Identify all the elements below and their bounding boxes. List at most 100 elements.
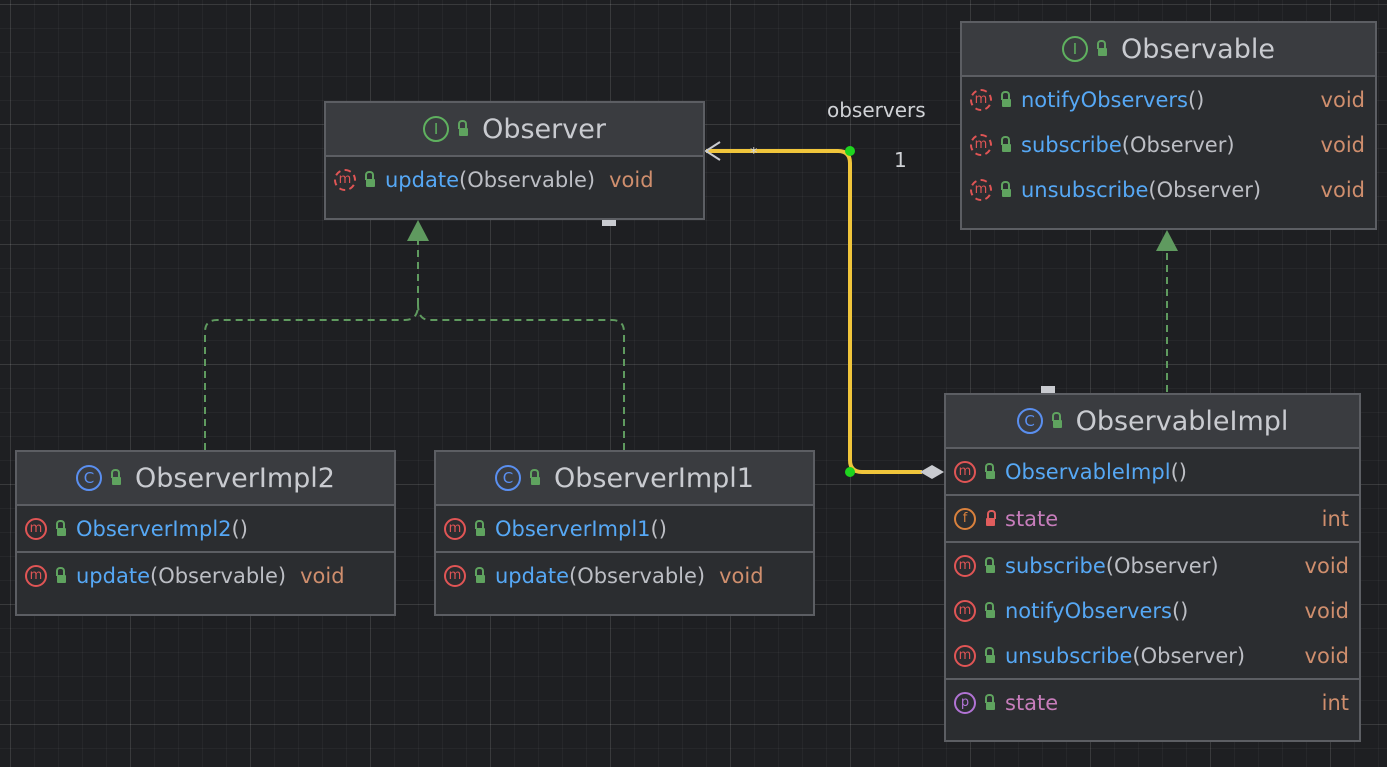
method-params: (Observable) (150, 563, 287, 588)
node-header: I Observable (962, 23, 1375, 77)
property-icon: p (954, 691, 976, 714)
return-type: void (1320, 132, 1365, 157)
method-row[interactable]: m update(Observable) void (17, 553, 394, 598)
methods-section: m update(Observable) void (436, 553, 813, 598)
method-icon: m (970, 88, 992, 111)
constructor-name: ObserverImpl2 (76, 516, 232, 541)
public-visibility-icon (475, 566, 485, 583)
public-visibility-icon (365, 170, 375, 187)
public-visibility-icon (1001, 180, 1011, 197)
class-icon: C (1016, 408, 1043, 434)
interface-icon: I (423, 116, 450, 142)
node-observable[interactable]: I Observable m notifyObservers() void m … (960, 21, 1377, 230)
return-type: void (719, 563, 764, 588)
constructor-name: ObserverImpl1 (495, 516, 651, 541)
node-observable-impl[interactable]: C ObservableImpl m ObservableImpl() f st… (944, 393, 1361, 742)
edge-handle[interactable] (845, 146, 855, 156)
realization-edge-observer-impl2[interactable] (204, 240, 419, 450)
return-type: void (1304, 553, 1349, 578)
fields-section: f state int (946, 496, 1359, 543)
constructors-section: m ObserverImpl1() (436, 506, 813, 553)
realization-edge-observer-impl1[interactable] (417, 304, 625, 450)
public-visibility-icon (111, 469, 122, 485)
navigation-arrowhead (704, 141, 721, 161)
method-icon: m (954, 599, 976, 622)
public-visibility-icon (1001, 90, 1011, 107)
public-visibility-icon (458, 120, 469, 136)
edge-label-observers: observers (827, 98, 926, 122)
field-row[interactable]: f state int (946, 496, 1359, 541)
method-row[interactable]: m subscribe(Observer) void (962, 122, 1375, 167)
method-icon: m (954, 644, 976, 667)
method-icon: m (25, 564, 47, 587)
method-params: (Observable) (459, 167, 596, 192)
methods-section: m update(Observable) void (17, 553, 394, 598)
method-icon: m (444, 517, 466, 540)
aggregation-edge-observers[interactable] (706, 149, 922, 474)
property-row[interactable]: p state int (946, 680, 1359, 725)
constructor-name: ObservableImpl (1005, 459, 1171, 484)
property-type: int (1321, 690, 1349, 715)
class-icon: C (76, 465, 103, 491)
method-icon: m (25, 517, 47, 540)
constructor-row[interactable]: m ObservableImpl() (946, 449, 1359, 494)
node-title: ObserverImpl2 (135, 462, 335, 494)
node-observer-impl2[interactable]: C ObserverImpl2 m ObserverImpl2() m upda… (15, 450, 396, 616)
public-visibility-icon (985, 556, 995, 573)
methods-section: m subscribe(Observer) void m notifyObser… (946, 543, 1359, 680)
method-name: update (76, 563, 150, 588)
node-title: Observable (1121, 33, 1275, 65)
field-icon: f (954, 507, 976, 530)
node-observer-impl1[interactable]: C ObserverImpl1 m ObserverImpl1() m upda… (434, 450, 815, 616)
methods-section: m update(Observable) void (326, 157, 703, 202)
method-name: update (495, 563, 569, 588)
method-row[interactable]: m notifyObservers() void (946, 588, 1359, 633)
constructor-row[interactable]: m ObserverImpl2() (17, 506, 394, 551)
public-visibility-icon (985, 693, 995, 710)
return-type: void (300, 563, 345, 588)
edge-handle[interactable] (845, 467, 855, 477)
return-type: void (609, 167, 654, 192)
method-row[interactable]: m update(Observable) void (436, 553, 813, 598)
class-icon: C (495, 465, 522, 491)
public-visibility-icon (1097, 40, 1108, 56)
properties-section: p state int (946, 680, 1359, 725)
node-title: ObserverImpl1 (554, 462, 754, 494)
return-type: void (1304, 643, 1349, 668)
constructors-section: m ObservableImpl() (946, 449, 1359, 496)
interface-icon: I (1062, 36, 1089, 62)
method-row[interactable]: m unsubscribe(Observer) void (946, 633, 1359, 678)
public-visibility-icon (985, 462, 995, 479)
method-params: () (1170, 459, 1187, 484)
method-params: () (231, 516, 248, 541)
aggregation-diamond (920, 465, 944, 479)
method-params: () (650, 516, 667, 541)
node-header: I Observer (326, 103, 703, 157)
public-visibility-icon (56, 519, 66, 536)
method-row[interactable]: m unsubscribe(Observer) void (962, 167, 1375, 212)
method-name: subscribe (1005, 553, 1106, 578)
constructor-row[interactable]: m ObserverImpl1() (436, 506, 813, 551)
method-row[interactable]: m subscribe(Observer) void (946, 543, 1359, 588)
method-params: (Observer) (1132, 643, 1246, 668)
node-header: C ObserverImpl2 (17, 452, 394, 506)
constructors-section: m ObserverImpl2() (17, 506, 394, 553)
method-name: notifyObservers (1005, 598, 1172, 623)
node-observer[interactable]: I Observer m update(Observable) void (324, 101, 705, 220)
method-name: update (385, 167, 459, 192)
method-row[interactable]: m update(Observable) void (326, 157, 703, 202)
method-row[interactable]: m notifyObservers() void (962, 77, 1375, 122)
method-name: subscribe (1021, 132, 1122, 157)
node-title: ObservableImpl (1075, 405, 1289, 437)
public-visibility-icon (1051, 412, 1062, 428)
realization-arrowhead-observable (1156, 230, 1178, 251)
public-visibility-icon (475, 519, 485, 536)
method-params: (Observer) (1121, 132, 1235, 157)
public-visibility-icon (1001, 135, 1011, 152)
method-params: (Observer) (1148, 177, 1262, 202)
node-header: C ObserverImpl1 (436, 452, 813, 506)
property-name: state (1005, 690, 1059, 715)
method-params: (Observer) (1105, 553, 1219, 578)
return-type: void (1320, 177, 1365, 202)
public-visibility-icon (530, 469, 541, 485)
